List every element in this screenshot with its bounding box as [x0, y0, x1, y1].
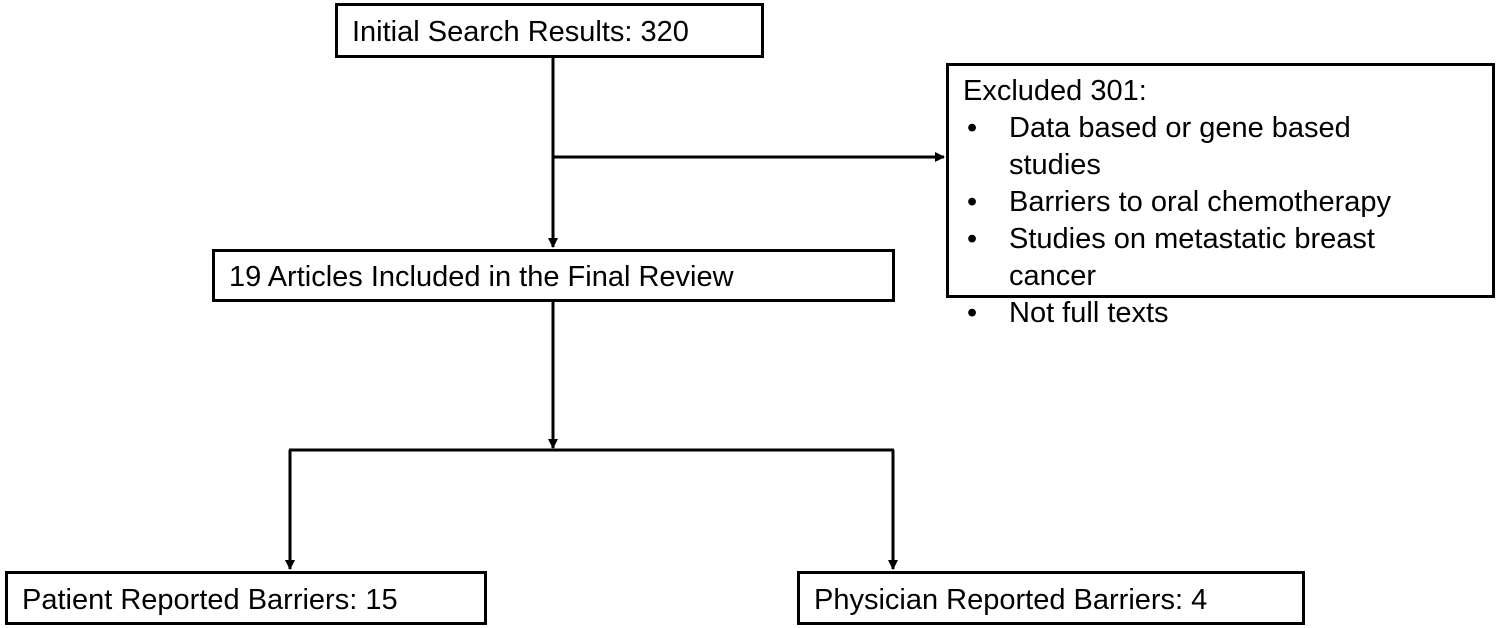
initial-search-box: Initial Search Results: 320 — [335, 3, 764, 58]
excluded-reason-item: • Data based or gene based studies — [963, 110, 1449, 184]
excluded-reason-text: Studies on metastatic breast cancer — [1009, 223, 1375, 292]
excluded-box: Excluded 301: • Data based or gene based … — [946, 63, 1495, 329]
patient-barriers-box: Patient Reported Barriers: 15 — [5, 571, 487, 625]
patient-barriers-label: Patient Reported Barriers: 15 — [22, 584, 398, 616]
excluded-reason-item: • Studies on metastatic breast cancer — [963, 221, 1449, 295]
included-label: 19 Articles Included in the Final Review — [229, 261, 734, 293]
physician-barriers-box: Physician Reported Barriers: 4 — [797, 571, 1305, 625]
bullet-icon: • — [967, 186, 978, 218]
excluded-reason-text: Not full texts — [1009, 297, 1169, 329]
excluded-reason-text: Data based or gene based studies — [1009, 112, 1351, 181]
bullet-icon: • — [967, 297, 978, 329]
excluded-reasons-list: • Data based or gene based studies • Barri… — [963, 110, 1492, 332]
physician-barriers-label: Physician Reported Barriers: 4 — [814, 584, 1208, 616]
excluded-title: Excluded 301: — [963, 75, 1147, 107]
bullet-icon: • — [967, 223, 978, 255]
included-box: 19 Articles Included in the Final Review — [212, 249, 895, 302]
excluded-reason-text: Barriers to oral chemotherapy — [1009, 186, 1391, 218]
bullet-icon: • — [967, 112, 978, 144]
excluded-reason-item: • Not full texts — [963, 295, 1449, 332]
excluded-reason-item: • Barriers to oral chemotherapy — [963, 184, 1449, 221]
initial-search-label: Initial Search Results: 320 — [352, 16, 689, 48]
